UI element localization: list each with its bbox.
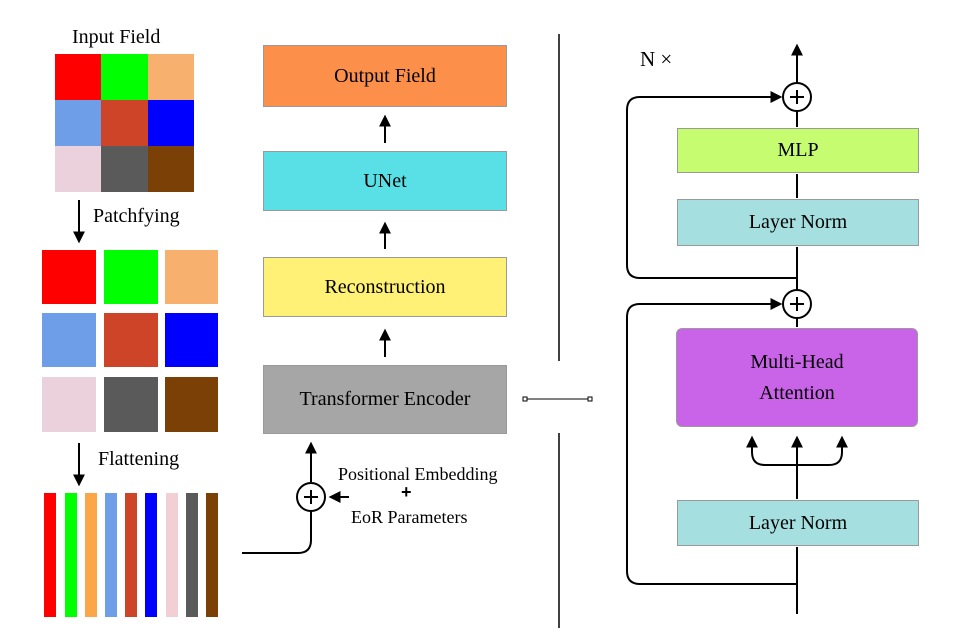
residual-bottom-path [626,298,797,585]
patch [42,250,96,304]
reconstruction-box: Reconstruction [263,257,507,317]
flattened-stripe [65,493,77,617]
patch [165,313,218,367]
layer-norm-bottom-label: Layer Norm [748,511,848,534]
input-cell [55,146,101,192]
flattened-stripe [44,493,56,617]
positional-embedding-label: Positional Embedding [338,464,498,484]
embedding-plus-label: + [401,482,412,502]
flattened-stripe [145,493,157,617]
transformer-encoder-label: Transformer Encoder [299,388,471,410]
mha-label-line2: Attention [759,381,835,404]
mlp-box: MLP [677,128,919,173]
input-cell [55,100,101,146]
patch [165,250,218,304]
residual-top-path [626,91,797,279]
repeat-label: N × [640,47,673,71]
transformer-encoder-box: Transformer Encoder [263,365,507,434]
output-field-box: Output Field [263,45,507,107]
patch [104,377,158,432]
layer-norm-bottom-box: Layer Norm [677,500,919,546]
layer-norm-top-box: Layer Norm [677,199,919,246]
input-cell [101,146,148,192]
patch [104,313,158,367]
layer-norm-top-label: Layer Norm [748,211,848,233]
flattened-stripe [105,493,117,617]
input-field-grid [55,54,194,192]
input-field-label: Input Field [72,26,161,48]
mlp-label: MLP [777,139,819,161]
flattened-stripe [166,493,178,617]
patch [104,250,158,304]
input-cell [148,54,194,100]
mha-label-line1: Multi-Head [750,350,844,373]
unet-label: UNet [363,169,407,192]
unet-box: UNet [263,151,507,211]
reconstruction-label: Reconstruction [324,275,446,298]
patch [42,313,96,367]
input-path [242,510,312,554]
eor-parameters-label: EoR Parameters [351,507,468,527]
patch [165,377,218,432]
input-cell [148,146,194,192]
input-cell [148,100,194,146]
multi-head-attention-box: Multi-Head Attention [676,328,918,427]
patchfying-label: Patchfying [93,205,180,227]
flattened-stripe [186,493,198,617]
flattened-stripe [125,493,137,617]
input-cell [101,100,148,146]
output-field-label: Output Field [334,64,436,87]
patch [42,377,96,432]
input-cell [101,54,148,100]
input-cell [55,54,101,100]
flattened-stripe [85,493,97,617]
patch-grid [42,250,218,432]
flattening-label: Flattening [98,448,180,470]
flattened-stripe [206,493,218,617]
